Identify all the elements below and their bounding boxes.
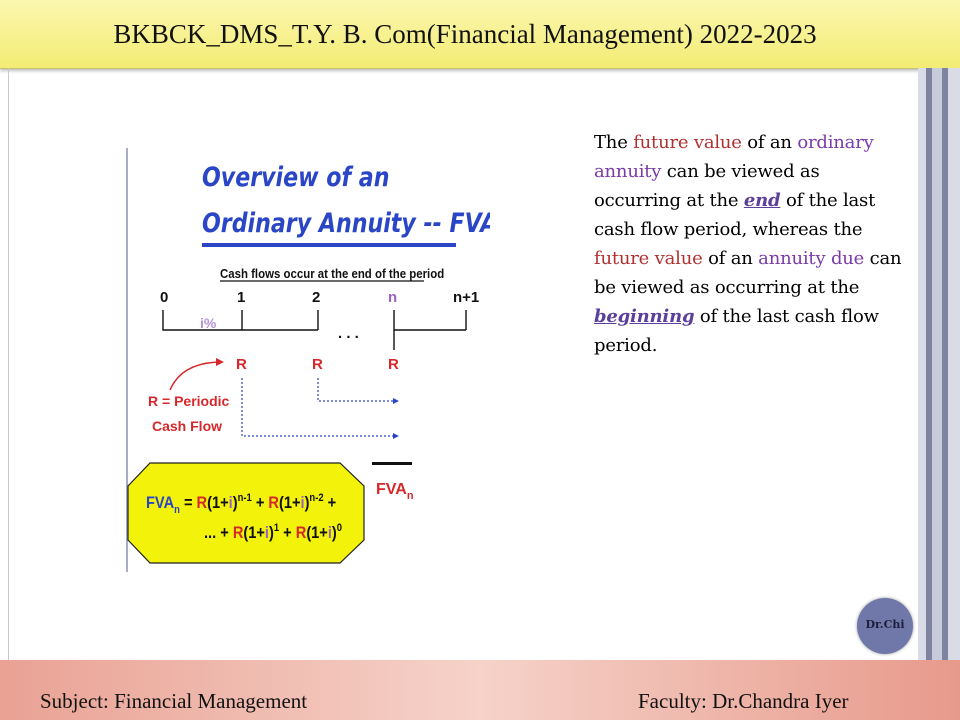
left-divider [8, 68, 9, 660]
title-underline [202, 243, 456, 247]
slide-header: BKBCK_DMS_T.Y. B. Com(Financial Manageme… [0, 0, 960, 69]
author-badge: Dr.Chi [857, 598, 913, 654]
periodic-arrowhead [216, 358, 224, 366]
formula-box [127, 462, 365, 564]
timeline-label: 2 [312, 289, 320, 306]
periodic-label-line1: R = Periodic [148, 393, 230, 409]
author-badge-text: Dr.Chi [865, 618, 905, 631]
timeline-label: 0 [160, 289, 168, 306]
footer-faculty: Faculty: Dr.Chandra Iyer [638, 689, 849, 713]
payment-label: R [312, 356, 323, 373]
formula-line2: ... + R(1+i)1 + R(1+i)0 [204, 522, 342, 542]
sum-bar [372, 462, 412, 465]
slide-footer [0, 660, 960, 720]
payment-labels: R R R [236, 356, 399, 373]
description-text: The future value of an ordinary annuity … [594, 132, 902, 356]
periodic-label-line2: Cash Flow [152, 418, 222, 434]
timeline-ellipsis: . . . [338, 325, 359, 342]
term-ordinary-annuity: ordinary annuity [594, 132, 874, 182]
flow-arrowhead-2 [393, 398, 399, 404]
right-decorative-stripes [918, 68, 960, 660]
footer-subject: Subject: Financial Management [40, 689, 308, 713]
timeline-caption: Cash flows occur at the end of the perio… [220, 266, 444, 281]
slide-title: BKBCK_DMS_T.Y. B. Com(Financial Manageme… [113, 19, 817, 49]
fva-formula: FVAn = R(1+i)n-1 + R(1+i)n-2 + ... + R(1… [146, 492, 342, 542]
term-beginning: beginning [594, 306, 695, 327]
annuity-figure: Overview of an Ordinary Annuity -- FVA C… [126, 148, 490, 572]
timeline-axis [162, 310, 467, 350]
payment-label: R [388, 356, 399, 373]
term-end: end [743, 190, 781, 211]
figure-title-line2: Ordinary Annuity -- FVA [202, 207, 490, 239]
term-annuity-due: annuity due [758, 248, 865, 269]
figure-title-line1: Overview of an [202, 161, 390, 193]
rate-label: i% [200, 315, 217, 331]
payment-label: R [236, 356, 247, 373]
timeline-label-n: n [388, 289, 397, 306]
timeline-label: 1 [237, 289, 245, 306]
timeline-labels: 0 1 2 n n+1 [160, 289, 479, 306]
timeline-label: n+1 [453, 289, 479, 306]
flow-arrowhead-1 [393, 433, 399, 439]
flow-arrow-1 [241, 378, 396, 437]
fva-label: FVAn [376, 481, 414, 502]
periodic-arrow [169, 361, 223, 391]
term-future-value: future value [633, 132, 742, 153]
term-future-value-2: future value [594, 248, 703, 269]
flow-arrow-2 [317, 378, 396, 402]
formula-line1: FVAn = R(1+i)n-1 + R(1+i)n-2 + [146, 492, 336, 516]
